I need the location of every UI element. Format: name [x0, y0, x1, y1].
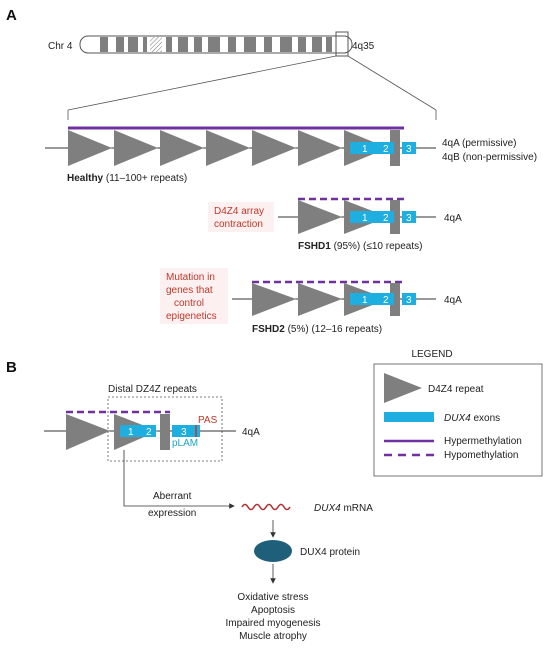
fshd2-array: [232, 280, 436, 316]
healthy-allele-a: 4qA (permissive): [442, 138, 516, 149]
fshd2-cause-line3: control: [174, 298, 204, 309]
fshd2-exon-1-number: 1: [362, 295, 368, 306]
band-4q35-box: [335, 31, 349, 57]
exon-2: [142, 425, 156, 437]
fshd2-exon-2-number: 2: [383, 295, 389, 306]
fshd2-cause-line2: genes that: [166, 285, 213, 296]
outcome-apoptosis: Apoptosis: [251, 605, 295, 616]
fshd1-exon-1-number: 1: [362, 213, 368, 224]
panel-b-array: [44, 410, 236, 450]
outcome-impaired-myogenesis: Impaired myogenesis: [225, 618, 320, 629]
outcome-oxidative-stress: Oxidative stress: [237, 592, 308, 603]
fshd1-cause-line2: contraction: [214, 219, 263, 230]
fshd1-allele: 4qA: [444, 213, 462, 224]
exon-3: [402, 142, 416, 154]
d4z4-repeat: [160, 130, 204, 166]
d4z4-repeat: [252, 283, 296, 316]
d4z4-repeat: [66, 414, 110, 450]
fshd2-cause-line1: Mutation in: [166, 272, 215, 283]
exon-3: [172, 425, 200, 437]
d4z4-repeat: [206, 130, 250, 166]
legend-repeat-label: D4Z4 repeat: [428, 384, 484, 395]
partial-repeat: [390, 283, 400, 316]
fshd1-cause-box: [208, 202, 274, 232]
legend-title: LEGEND: [411, 349, 452, 360]
fshd2-allele: 4qA: [444, 295, 462, 306]
plam-label: pLAM: [172, 438, 198, 449]
fshd2-caption: FSHD2 (5%) (12–16 repeats): [252, 324, 382, 335]
legend-repeat-icon: [384, 373, 422, 403]
panel-b-allele: 4qA: [242, 427, 260, 438]
exon-2: [380, 293, 394, 305]
exon-2: [380, 142, 394, 154]
fshd1-array: [278, 197, 436, 234]
d4z4-repeat: [298, 283, 342, 316]
panel-b-exon-1-number: 1: [128, 427, 134, 438]
distal-repeats-box: [107, 396, 223, 462]
mrna-wave-icon: [241, 503, 291, 511]
aberrant-line1: Aberrant: [153, 491, 192, 502]
exon-1: [350, 211, 380, 223]
exon-1: [350, 142, 380, 154]
fshd2-cause-box: [160, 268, 228, 324]
healthy-caption: Healthy (11–100+ repeats): [67, 173, 187, 184]
fshd2-exon-3-number: 3: [406, 295, 412, 306]
panel-a-label: A: [6, 7, 17, 24]
zoom-line-left: [67, 55, 337, 111]
fshd1-cause-line1: D4Z4 array: [214, 206, 264, 217]
d4z4-repeat: [252, 130, 296, 166]
zoom-line-right: [347, 55, 437, 111]
partial-repeat: [390, 200, 400, 234]
exon-2-number: 2: [383, 144, 389, 155]
exon-2: [380, 211, 394, 223]
exon-3-number: 3: [406, 144, 412, 155]
panel-b-exon-2-number: 2: [146, 427, 152, 438]
d4z4-repeat: [68, 130, 112, 166]
pas-label: PAS: [198, 415, 218, 426]
legend-hyper-label: Hypermethylation: [444, 436, 522, 447]
legend-exon-label: DUX4 exons: [444, 413, 500, 424]
exon-1-number: 1: [362, 144, 368, 155]
legend-hypo-label: Hypomethylation: [444, 450, 518, 461]
chromosome-name: Chr 4: [48, 41, 73, 52]
fshd1-exon-3-number: 3: [406, 213, 412, 224]
exon-3: [402, 211, 416, 223]
fshd1-caption: FSHD1 (95%) (≤10 repeats): [298, 241, 422, 252]
chromosome-ideogram: [79, 31, 353, 57]
distal-repeats-title: Distal DZ4Z repeats: [108, 384, 197, 395]
protein-label: DUX4 protein: [300, 547, 360, 558]
exon-1: [350, 293, 380, 305]
exon-1: [120, 425, 142, 437]
d4z4-repeat: [298, 200, 342, 234]
aberrant-line2: expression: [148, 508, 196, 519]
mrna-label: DUX4 mRNA: [314, 503, 373, 514]
dux4-protein-icon: [254, 540, 292, 562]
healthy-array: [45, 126, 436, 166]
chromosome-band: 4q35: [352, 41, 375, 52]
aberrant-expression-arrow: [123, 450, 235, 509]
fshd1-exon-2-number: 2: [383, 213, 389, 224]
healthy-allele-b: 4qB (non-permissive): [442, 152, 537, 163]
legend-exon-icon: [384, 412, 434, 422]
panel-b-label: B: [6, 359, 17, 376]
fshd2-cause-line4: epigenetics: [166, 311, 217, 322]
exon-3: [402, 293, 416, 305]
outcome-muscle-atrophy: Muscle atrophy: [239, 631, 307, 642]
partial-repeat: [390, 130, 400, 166]
d4z4-repeat: [114, 130, 158, 166]
d4z4-repeat: [298, 130, 342, 166]
panel-b-exon-3-number: 3: [181, 427, 187, 438]
partial-repeat: [160, 414, 170, 450]
